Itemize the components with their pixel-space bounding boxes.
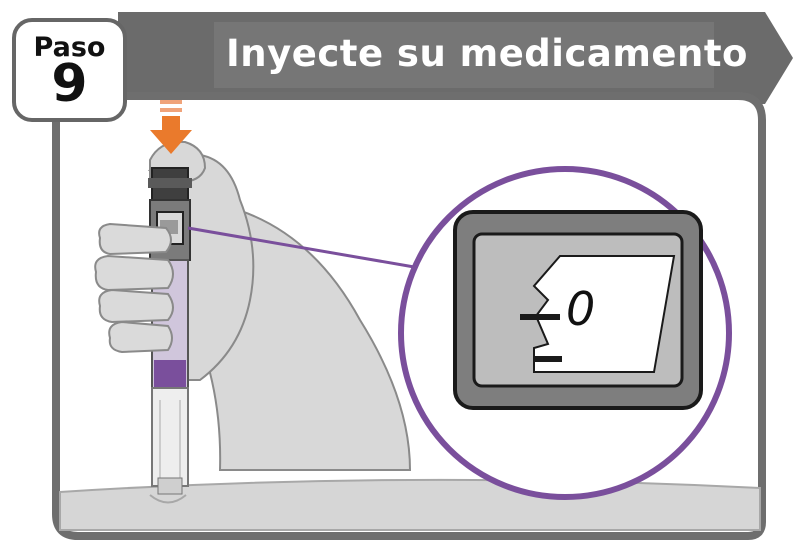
- dose-reading-top: 0: [566, 282, 596, 336]
- step-title: Inyecte su medicamento: [226, 32, 748, 75]
- header-banner: [118, 12, 793, 104]
- step-label: Paso: [33, 32, 106, 63]
- fingers: [94, 222, 174, 354]
- step-number: 9: [51, 54, 88, 114]
- step-badge: Paso 9: [12, 18, 127, 122]
- arrow-down-icon: [150, 100, 192, 154]
- callout-line: [187, 226, 421, 270]
- magnified-circle: [398, 166, 732, 500]
